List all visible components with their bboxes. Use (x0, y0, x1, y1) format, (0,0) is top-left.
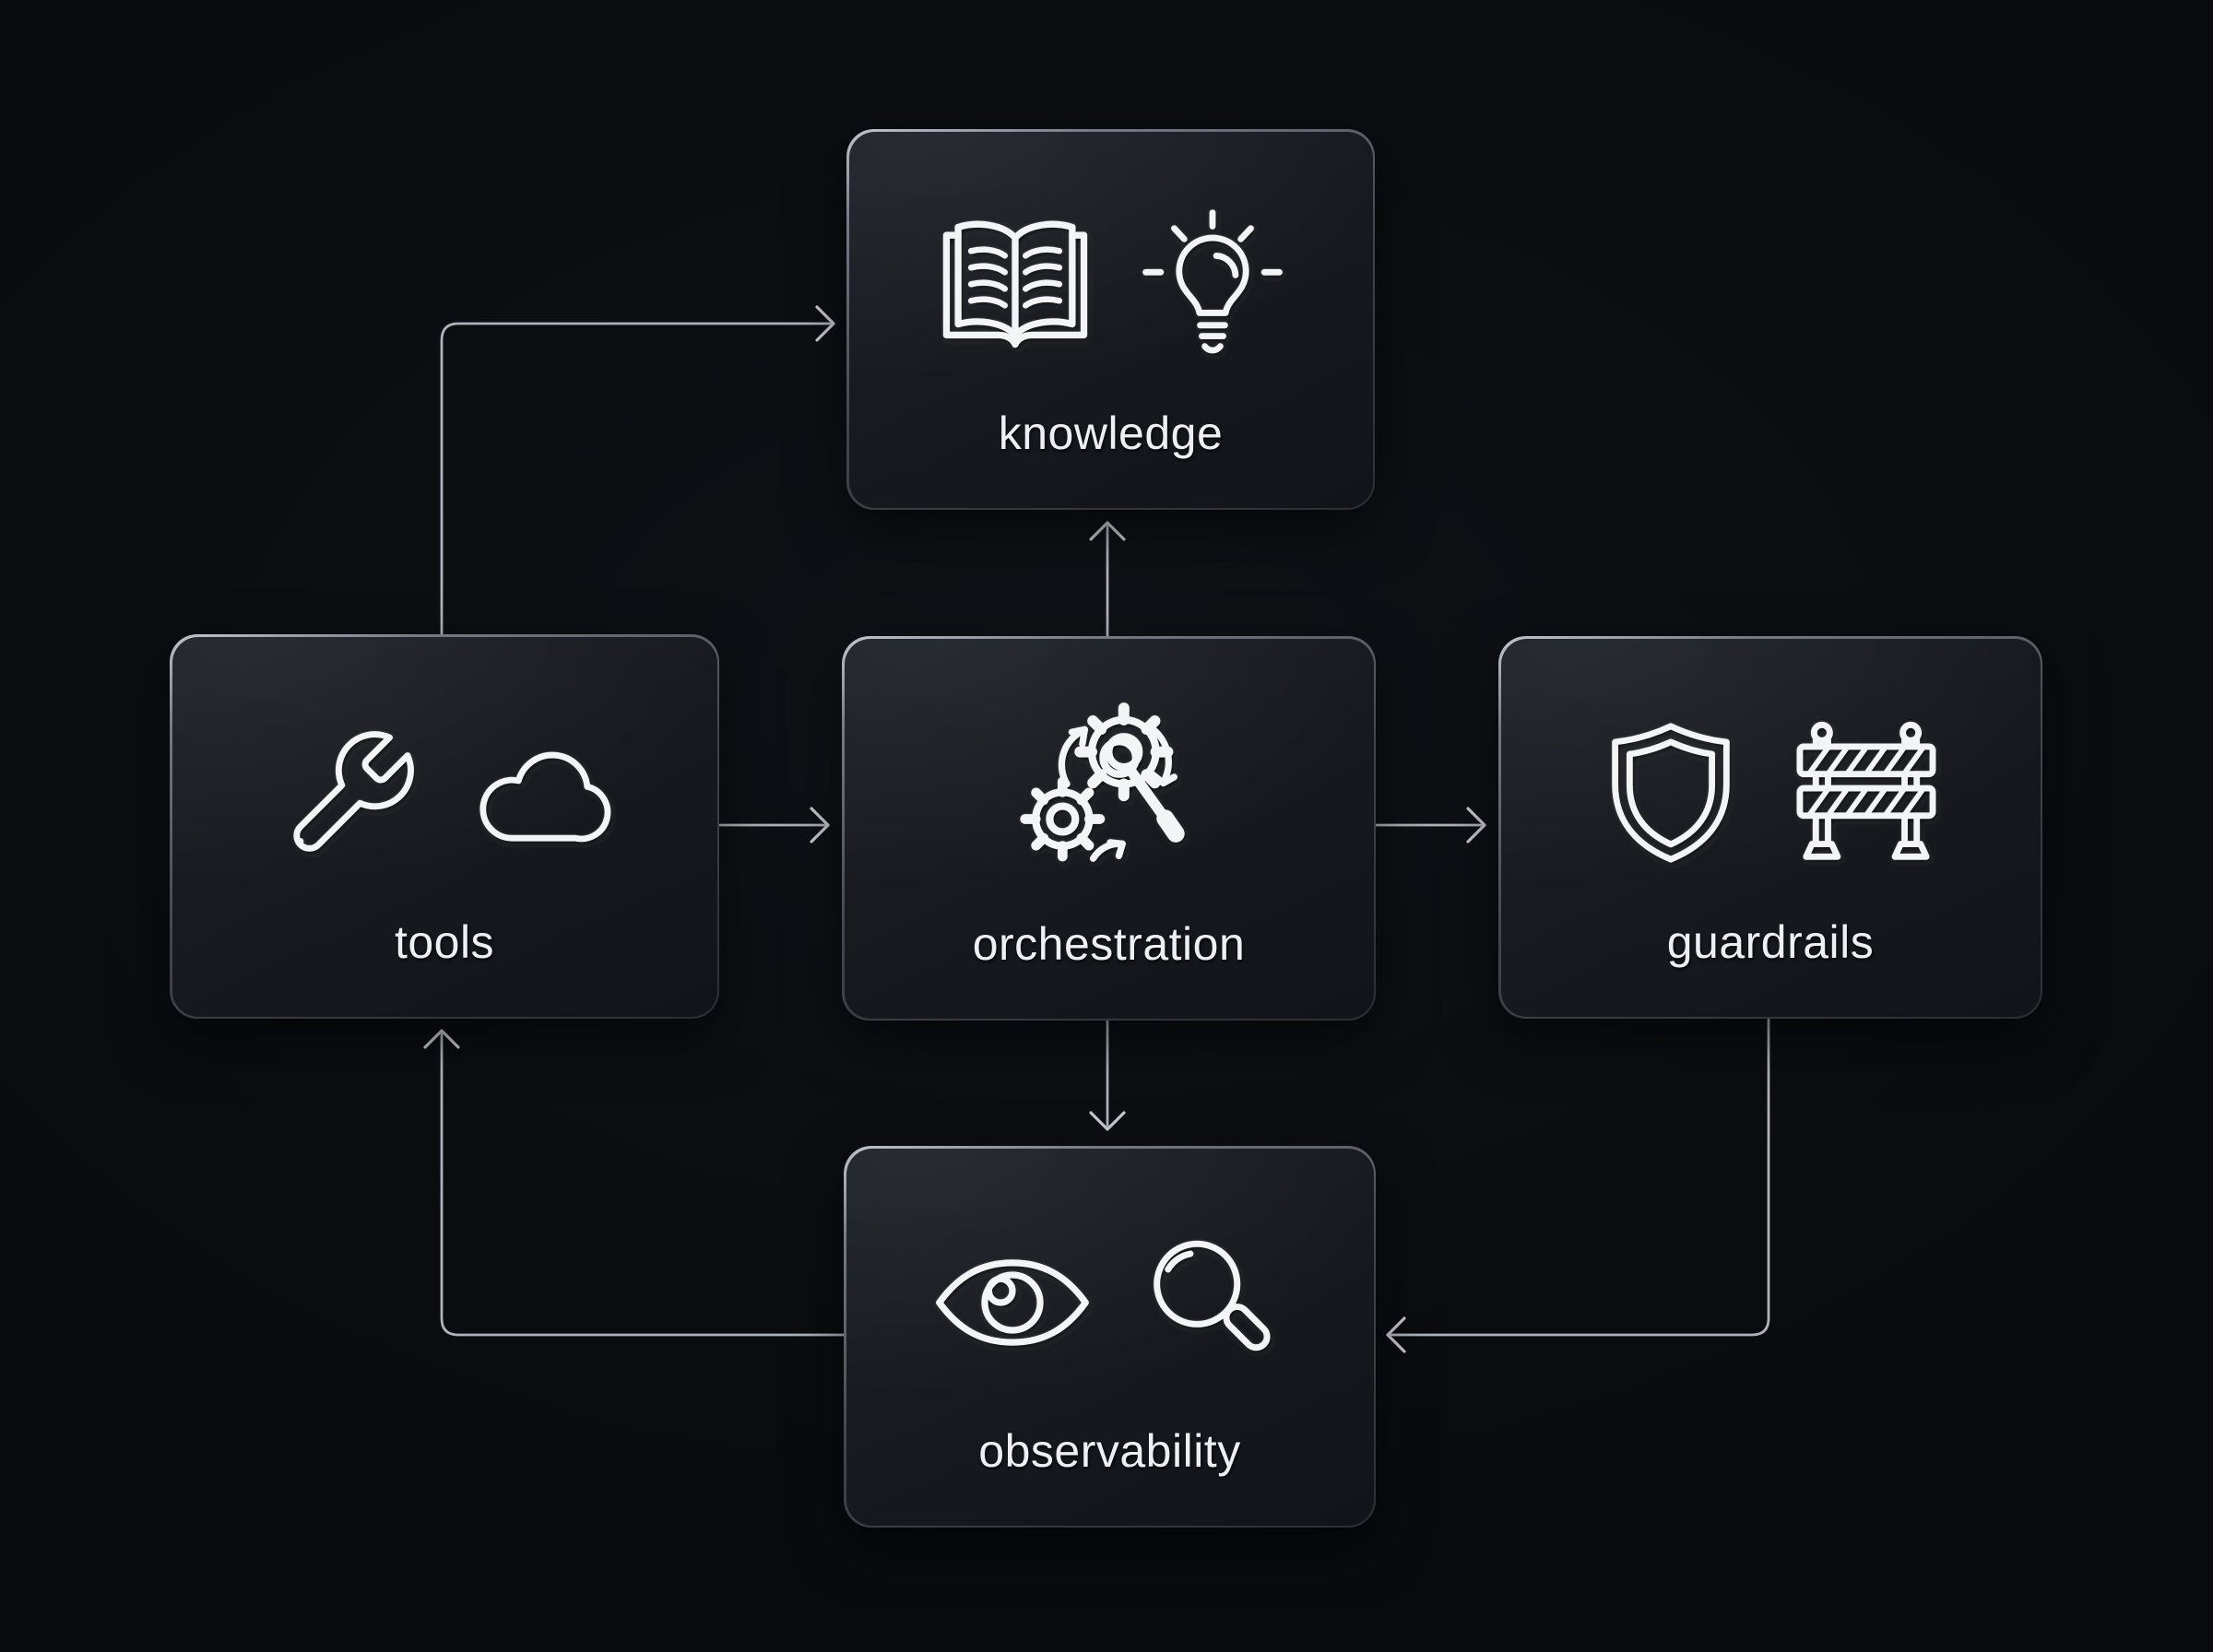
node-observability-icons (846, 1213, 1374, 1393)
arrowhead-right-icon (810, 807, 830, 844)
node-observability-label: observability (978, 1424, 1241, 1477)
edge-guardrails-to-observability (1386, 1012, 1770, 1353)
node-orchestration: orchestration (842, 636, 1376, 1021)
edge-orchestration-to-guardrails (1369, 807, 1486, 844)
arrowhead-right-icon (1466, 807, 1486, 844)
node-knowledge-card: knowledge (848, 131, 1373, 508)
edge-tools-to-knowledge (440, 305, 835, 636)
arrowhead-up-icon (1089, 521, 1126, 541)
wrench-icon (293, 731, 414, 852)
node-knowledge-label: knowledge (998, 407, 1224, 459)
arrowhead-left-icon (1386, 1316, 1406, 1353)
node-guardrails-label: guardrails (1666, 915, 1875, 968)
node-observability-card: observability (846, 1148, 1374, 1526)
node-tools-icons (172, 702, 717, 881)
node-tools-card: tools (172, 636, 717, 1017)
node-observability: observability (844, 1146, 1376, 1528)
orchestration-icon (1019, 702, 1185, 862)
magic-wand-icon (1098, 738, 1185, 843)
arrowhead-down-icon (1089, 1111, 1126, 1131)
node-orchestration-icons (845, 702, 1374, 883)
node-tools: tools (170, 634, 719, 1019)
node-orchestration-label: orchestration (972, 917, 1246, 970)
magnifying-glass-icon (1153, 1240, 1271, 1351)
cloud-icon (479, 751, 611, 843)
node-tools-label: tools (394, 915, 495, 968)
edge-orchestration-to-knowledge (1089, 521, 1126, 638)
shield-icon (1612, 723, 1730, 863)
edge-orchestration-to-observability (1089, 1014, 1126, 1131)
node-guardrails-card: guardrails (1500, 638, 2041, 1017)
edge-tools-to-orchestration (713, 807, 830, 844)
road-barrier-icon (1796, 721, 1936, 860)
gears-icon (1019, 702, 1178, 862)
node-orchestration-card: orchestration (844, 638, 1374, 1019)
arrowhead-up-icon (423, 1029, 460, 1049)
node-knowledge: knowledge (846, 129, 1375, 510)
arrowhead-right-icon (815, 305, 835, 342)
open-book-icon (942, 220, 1087, 348)
node-guardrails: guardrails (1498, 636, 2042, 1019)
eye-icon (935, 1259, 1089, 1346)
edge-observability-to-tools (423, 1029, 846, 1337)
lightbulb-icon (1142, 209, 1283, 354)
node-knowledge-icons (849, 196, 1373, 376)
node-guardrails-icons (1501, 703, 2041, 883)
